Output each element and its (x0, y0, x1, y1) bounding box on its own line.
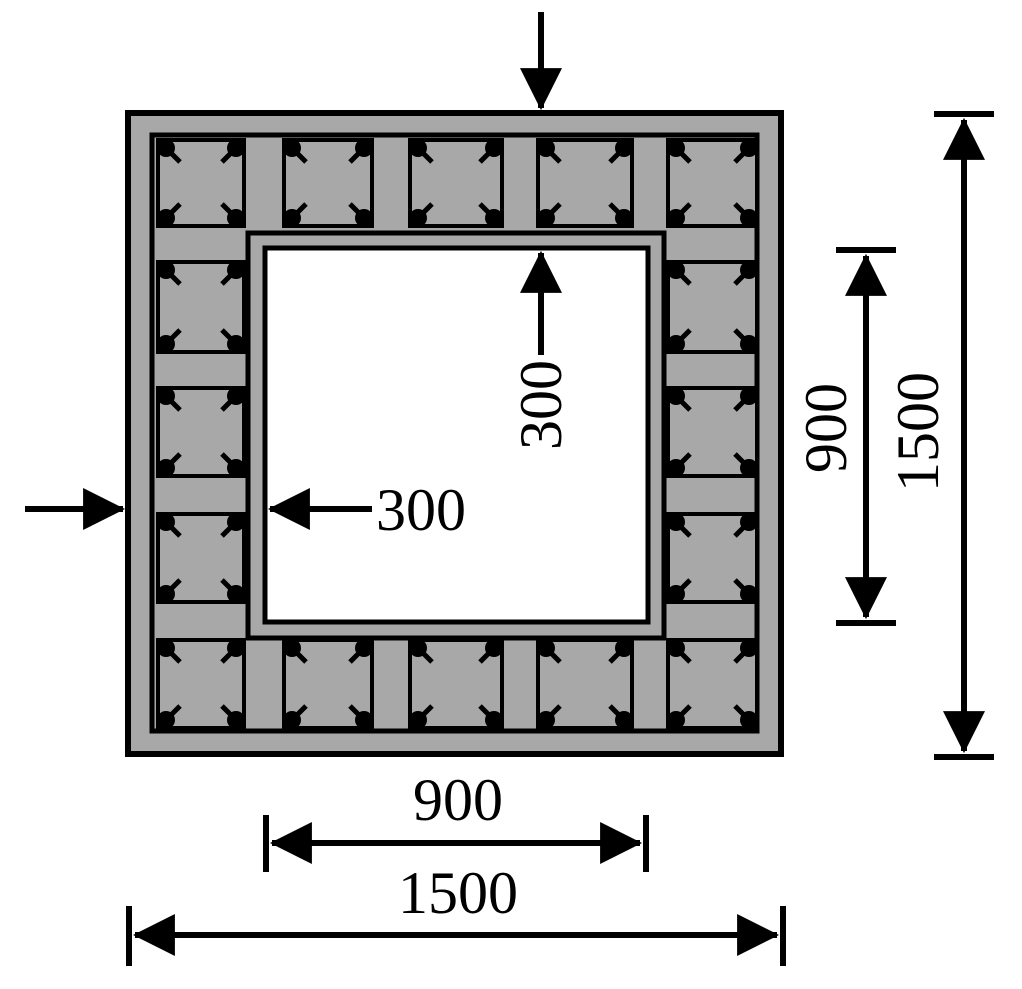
stirrup-hook (733, 452, 751, 470)
stirrup-hook (164, 268, 182, 286)
stirrup-hook (674, 704, 692, 722)
inner-height-label: 900 (793, 383, 859, 473)
stirrup-hook (733, 520, 751, 538)
stirrup-hook (733, 394, 751, 412)
stirrup-hook (544, 202, 562, 220)
stirrup-hook (416, 146, 434, 164)
outer-height-label: 1500 (885, 372, 951, 492)
stirrup-hook (164, 704, 182, 722)
stirrup-hook (164, 202, 182, 220)
top-wall-thickness-label: 300 (508, 360, 574, 450)
stirrup-hook (478, 646, 496, 664)
left-wall-thickness-label: 300 (376, 477, 466, 543)
stirrup-hook (478, 704, 496, 722)
stirrup-hook (674, 146, 692, 164)
stirrup-hook (674, 452, 692, 470)
stirrup-hook (220, 146, 238, 164)
stirrup-hook (544, 146, 562, 164)
stirrup-hook (290, 202, 308, 220)
stirrup-hook (674, 202, 692, 220)
stirrup-hook (733, 704, 751, 722)
stirrup-hook (608, 704, 626, 722)
stirrup-hook (290, 704, 308, 722)
stirrup-hook (674, 520, 692, 538)
stirrup-hook (164, 394, 182, 412)
stirrup-hook (348, 646, 366, 664)
stirrup-hook (478, 202, 496, 220)
stirrup-hook (220, 704, 238, 722)
stirrup-hook (348, 202, 366, 220)
stirrup-hook (348, 704, 366, 722)
stirrup-hook (608, 202, 626, 220)
stirrup-hook (164, 578, 182, 596)
stirrup-hook (416, 646, 434, 664)
stirrup-hook (164, 146, 182, 164)
stirrup-hook (733, 268, 751, 286)
stirrup-hook (733, 146, 751, 164)
outer-width-label: 1500 (398, 860, 518, 926)
stirrup-hook (164, 452, 182, 470)
stirrup-hook (544, 704, 562, 722)
stirrup-hook (220, 646, 238, 664)
stirrup-hook (674, 578, 692, 596)
stirrup-hook (220, 520, 238, 538)
stirrup-hook (674, 646, 692, 664)
stirrup-hook (220, 268, 238, 286)
stirrup-hook (608, 146, 626, 164)
stirrup-hook (416, 202, 434, 220)
stirrup-hook (220, 394, 238, 412)
stirrup-hook (733, 646, 751, 664)
masonry-blocks (156, 138, 759, 730)
stirrup-hook (290, 646, 308, 664)
stirrup-hook (290, 146, 308, 164)
stirrup-hook (478, 146, 496, 164)
stirrup-hook (220, 202, 238, 220)
stirrup-hook (164, 520, 182, 538)
stirrup-hook (674, 268, 692, 286)
stirrup-hook (164, 646, 182, 664)
stirrup-hook (220, 452, 238, 470)
dimension-lines (25, 12, 994, 966)
inner-width-label: 900 (413, 767, 503, 833)
stirrup-hook (416, 704, 434, 722)
stirrup-hook (220, 328, 238, 346)
stirrup-hook (164, 328, 182, 346)
stirrup-hook (608, 646, 626, 664)
stirrup-hook (544, 646, 562, 664)
section-body (125, 110, 784, 757)
stirrup-hook (348, 146, 366, 164)
stirrup-hook (220, 578, 238, 596)
hollow-core (262, 245, 651, 625)
stirrup-hook (733, 578, 751, 596)
stirrup-hook (674, 394, 692, 412)
stirrup-hook (674, 328, 692, 346)
stirrup-hook (733, 202, 751, 220)
stirrup-hook (733, 328, 751, 346)
